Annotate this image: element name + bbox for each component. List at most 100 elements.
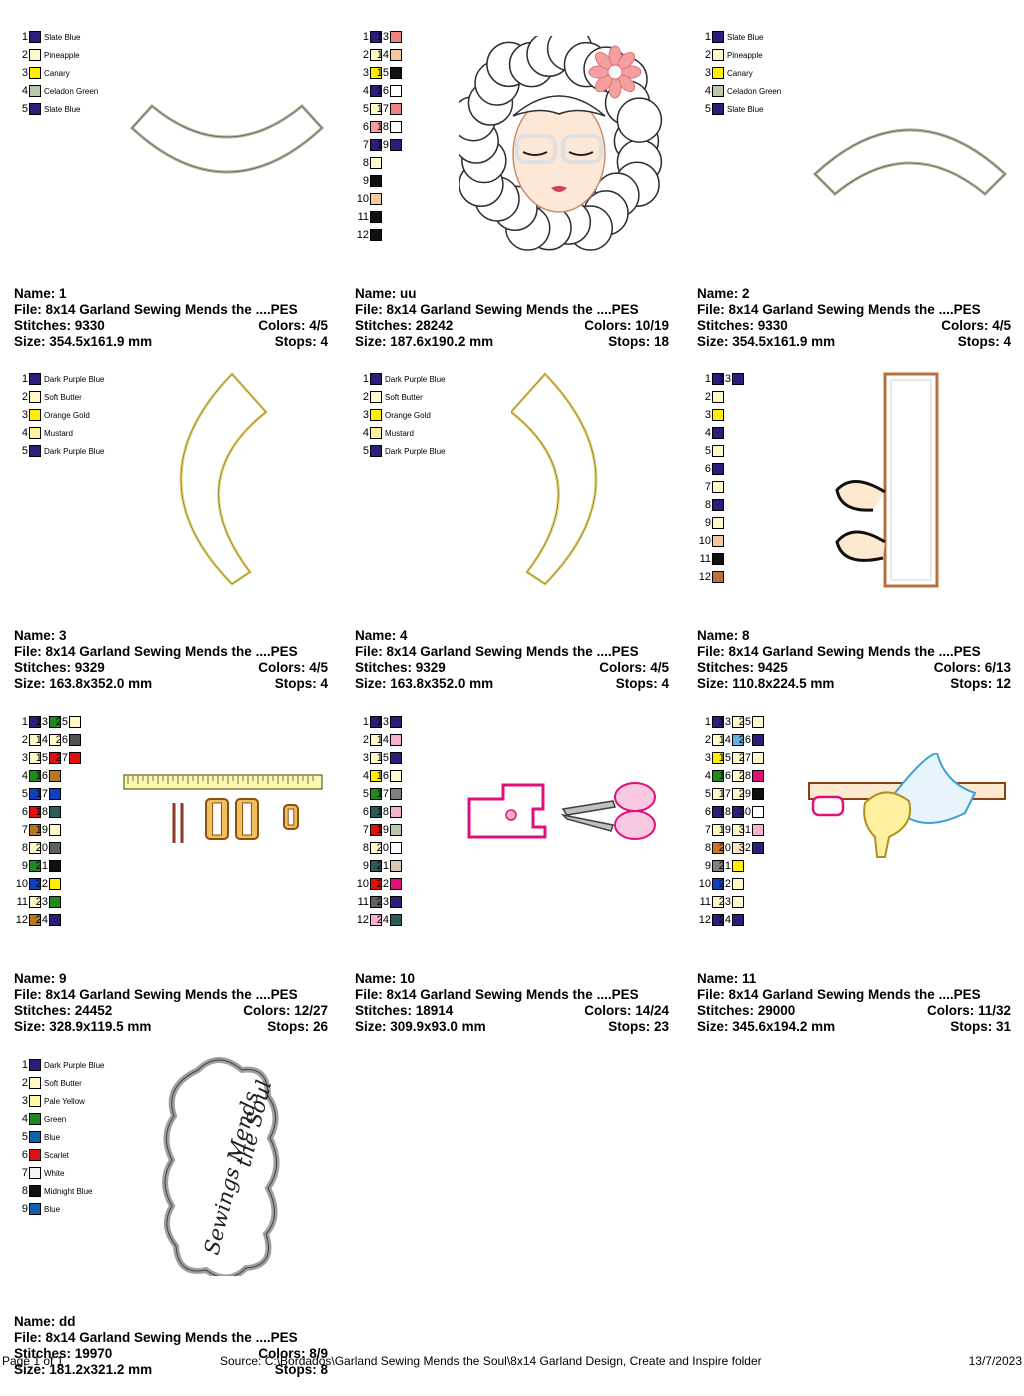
thread-number: 18 (718, 806, 731, 818)
embroidery-design-preview (129, 103, 325, 174)
thread-number: 21 (376, 860, 389, 872)
thread-number: 19 (35, 824, 48, 836)
thread-number: 17 (718, 788, 731, 800)
thread-color-chip (712, 499, 724, 511)
thread-number: 2 (704, 391, 711, 403)
thread-number: 24 (376, 914, 389, 926)
thread-swatch: 12 (697, 568, 724, 586)
design-size: Size: 309.9x93.0 mm (355, 1019, 486, 1034)
thread-color-chip (370, 85, 382, 97)
thread-color-chip (49, 788, 61, 800)
thread-color-chip (370, 211, 382, 223)
thread-color-name: Celadon Green (44, 86, 99, 96)
thread-color-chip (732, 770, 744, 782)
thread-color-chip (390, 734, 402, 746)
stop-count: Stops: 4 (615, 676, 669, 691)
thread-swatch: 11 (697, 893, 724, 911)
thread-swatch: 22 (717, 875, 744, 893)
thread-color-chip (29, 391, 41, 403)
thread-swatch: 31 (737, 821, 764, 839)
thread-color-chip (29, 31, 41, 43)
thread-number: 11 (357, 896, 369, 908)
thread-swatch: 23 (375, 893, 402, 911)
thread-number: 16 (35, 770, 48, 782)
thread-number: 5 (362, 445, 369, 457)
thread-number: 2 (21, 391, 28, 403)
thread-color-chip (732, 824, 744, 836)
thread-swatch: 25 (737, 713, 764, 731)
thread-color-chip (29, 914, 41, 926)
thread-color-chip (29, 1149, 41, 1161)
thread-swatch: 18 (717, 803, 744, 821)
thread-swatch: 10 (355, 875, 382, 893)
thread-color-chip (732, 878, 744, 890)
thread-swatch: 7 (697, 478, 724, 496)
thread-number: 5 (704, 103, 711, 115)
thread-color-chip (712, 842, 724, 854)
thread-swatch: 16 (375, 767, 402, 785)
thread-number: 13 (376, 31, 389, 43)
thread-color-chip (390, 878, 402, 890)
thread-color-chip (390, 842, 402, 854)
stop-count: Stops: 26 (267, 1019, 328, 1034)
thread-swatch: 20 (375, 839, 402, 857)
source-path: Source: C:\Bordados\Garland Sewing Mends… (220, 1354, 762, 1368)
thread-color-name: Soft Butter (385, 392, 423, 402)
stitch-count: Stitches: 9425 (697, 660, 788, 675)
stop-count: Stops: 12 (950, 676, 1011, 691)
thread-swatch: 15 (717, 749, 744, 767)
thread-swatch: 6 (14, 803, 41, 821)
thread-color-chip (29, 860, 41, 872)
thread-swatch: 2 (697, 388, 724, 406)
embroidery-design-preview (179, 372, 269, 586)
thread-color-chip (390, 806, 402, 818)
design-size: Size: 163.8x352.0 mm (355, 676, 494, 691)
thread-color-chip (390, 824, 402, 836)
thread-swatch: 13 (717, 713, 744, 731)
thread-color-chip (390, 896, 402, 908)
thread-number: 2 (704, 734, 711, 746)
design-size: Size: 345.6x194.2 mm (697, 1019, 836, 1034)
design-file: File: 8x14 Garland Sewing Mends the ....… (697, 302, 981, 317)
thread-swatch: 23 (717, 893, 744, 911)
thread-number: 26 (55, 734, 68, 746)
stop-count: Stops: 4 (957, 334, 1011, 349)
thread-color-chip (712, 67, 724, 79)
thread-swatch: 32 (737, 839, 764, 857)
thread-number: 11 (699, 896, 711, 908)
embroidery-design-preview (467, 782, 656, 840)
thread-color-name: Slate Blue (727, 32, 764, 42)
thread-number: 15 (718, 752, 731, 764)
thread-color-chip (712, 914, 724, 926)
color-count: Colors: 4/5 (258, 660, 328, 675)
design-size: Size: 110.8x224.5 mm (697, 676, 835, 691)
design-file: File: 8x14 Garland Sewing Mends the ....… (697, 644, 981, 659)
thread-number: 9 (362, 175, 369, 187)
thread-number: 25 (55, 716, 68, 728)
thread-color-name: Mustard (385, 428, 414, 438)
thread-number: 10 (356, 193, 369, 205)
thread-number: 15 (376, 752, 389, 764)
thread-swatch: 15 (34, 749, 61, 767)
thread-color-chip (29, 373, 41, 385)
color-count: Colors: 4/5 (941, 318, 1011, 333)
thread-color-chip (49, 896, 61, 908)
thread-color-chip (732, 716, 744, 728)
design-file: File: 8x14 Garland Sewing Mends the ....… (355, 302, 639, 317)
thread-color-chip (712, 49, 724, 61)
thread-color-name: Mustard (44, 428, 73, 438)
thread-swatch: 22 (375, 875, 402, 893)
stop-count: Stops: 23 (608, 1019, 669, 1034)
thread-color-chip (29, 1077, 41, 1089)
stitch-count: Stitches: 9329 (355, 660, 446, 675)
thread-color-chip (712, 770, 724, 782)
